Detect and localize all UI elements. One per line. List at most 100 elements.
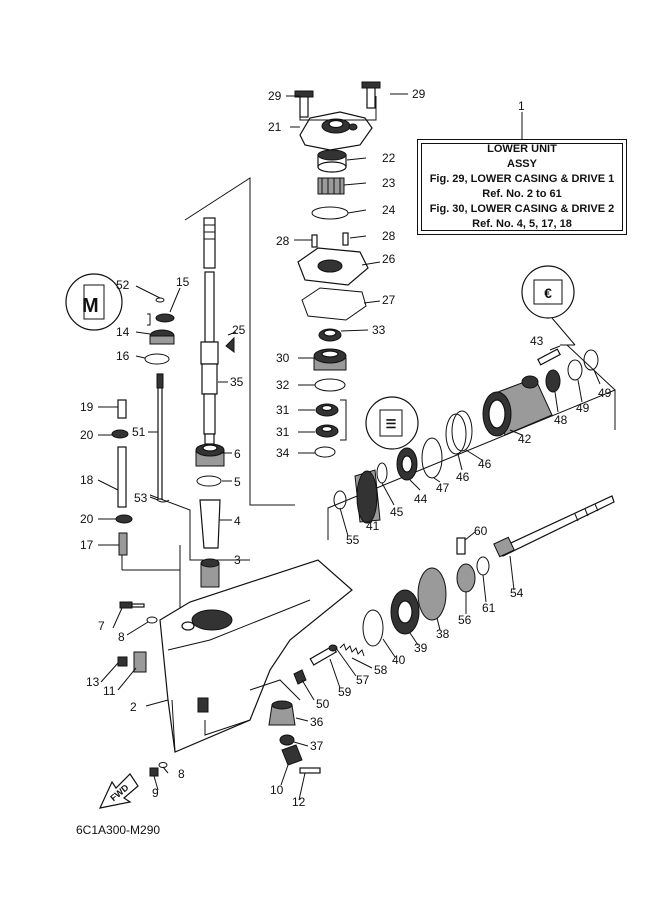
callout-25: 25 bbox=[232, 323, 246, 337]
callout-labels: 1 2 3 4 5 6 7 8 8 9 10 11 12 13 14 15 16… bbox=[80, 87, 612, 809]
callout-9: 9 bbox=[152, 786, 159, 800]
callout-48: 48 bbox=[554, 413, 568, 427]
callout-31b: 31 bbox=[276, 425, 290, 439]
callout-40: 40 bbox=[392, 653, 406, 667]
callout-42: 42 bbox=[518, 432, 532, 446]
shim-5 bbox=[196, 475, 222, 487]
callout-1: 1 bbox=[518, 99, 525, 113]
info-title: LOWER UNIT bbox=[487, 143, 557, 155]
impeller bbox=[317, 177, 345, 195]
grease-icon-right: € bbox=[521, 265, 575, 319]
callout-46a: 46 bbox=[456, 470, 470, 484]
pinion-gear bbox=[249, 679, 301, 746]
callout-30: 30 bbox=[276, 351, 290, 365]
callout-43: 43 bbox=[530, 334, 544, 348]
callout-11: 11 bbox=[103, 684, 116, 698]
callout-51: 51 bbox=[132, 425, 146, 439]
dowel-pin-right bbox=[342, 232, 349, 246]
callout-36: 36 bbox=[310, 715, 324, 729]
callout-46b: 46 bbox=[478, 457, 492, 471]
clutch-group bbox=[456, 537, 490, 593]
callout-6: 6 bbox=[234, 447, 241, 461]
info-fig29-refs: Ref. No. 2 to 61 bbox=[482, 188, 562, 200]
svg-text:M: M bbox=[82, 295, 99, 317]
callout-44: 44 bbox=[414, 492, 428, 506]
callout-32: 32 bbox=[276, 378, 290, 392]
callout-3: 3 bbox=[234, 553, 241, 567]
svg-text:€: € bbox=[544, 285, 552, 301]
callout-17: 17 bbox=[80, 538, 94, 552]
callout-39: 39 bbox=[414, 641, 428, 655]
callout-31a: 31 bbox=[276, 403, 290, 417]
shift-plunger bbox=[309, 643, 365, 666]
callout-47: 47 bbox=[436, 481, 450, 495]
callout-5: 5 bbox=[234, 475, 241, 489]
callout-28b: 28 bbox=[382, 229, 396, 243]
drive-shaft bbox=[200, 217, 219, 445]
oil-seals-31 bbox=[315, 399, 347, 441]
woodruff-key bbox=[225, 336, 235, 353]
svg-text:☰: ☰ bbox=[386, 417, 397, 431]
orings-46-47 bbox=[421, 410, 473, 479]
cartridge-insert bbox=[317, 149, 347, 173]
callout-14: 14 bbox=[116, 325, 130, 339]
callout-28a: 28 bbox=[276, 234, 290, 248]
diagram-code: 6C1A300-M290 bbox=[76, 823, 161, 837]
callout-29b: 29 bbox=[412, 87, 426, 101]
bolt-43 bbox=[537, 348, 561, 366]
callout-59: 59 bbox=[338, 685, 352, 699]
gasket-27 bbox=[301, 287, 367, 321]
callout-22: 22 bbox=[382, 151, 396, 165]
callout-16: 16 bbox=[116, 349, 130, 363]
bushing-3 bbox=[200, 558, 220, 588]
shift-cam bbox=[293, 669, 307, 685]
prop-shaft-bracket bbox=[327, 344, 616, 540]
info-fig30: Fig. 30, LOWER CASING & DRIVE 2 bbox=[429, 203, 615, 215]
callout-20b: 20 bbox=[80, 512, 94, 526]
anode-10 bbox=[281, 744, 321, 774]
callout-34: 34 bbox=[276, 446, 290, 460]
callout-55: 55 bbox=[346, 533, 360, 547]
callout-45: 45 bbox=[390, 505, 404, 519]
sleeve-4 bbox=[199, 499, 221, 549]
callout-2: 2 bbox=[130, 700, 137, 714]
callout-49a: 49 bbox=[576, 401, 590, 415]
leader-lines bbox=[97, 93, 601, 801]
callout-21: 21 bbox=[268, 120, 282, 134]
callout-18: 18 bbox=[80, 473, 94, 487]
callout-61: 61 bbox=[482, 601, 496, 615]
info-subtitle: ASSY bbox=[507, 158, 537, 170]
callout-41: 41 bbox=[366, 519, 380, 533]
callout-13: 13 bbox=[86, 675, 100, 689]
washer-34 bbox=[314, 446, 336, 458]
callout-7: 7 bbox=[98, 619, 105, 633]
lower-casing bbox=[159, 559, 353, 753]
callout-54: 54 bbox=[510, 586, 524, 600]
callout-23: 23 bbox=[382, 176, 396, 190]
callout-56: 56 bbox=[458, 613, 472, 627]
callout-29a: 29 bbox=[268, 89, 282, 103]
nut-and-plate bbox=[117, 651, 147, 673]
callout-58: 58 bbox=[374, 663, 388, 677]
callout-24: 24 bbox=[382, 203, 396, 217]
water-pump-housing bbox=[294, 81, 381, 151]
callout-53: 53 bbox=[134, 491, 148, 505]
callout-19: 19 bbox=[80, 400, 94, 414]
oil-seal-housing bbox=[313, 348, 347, 371]
oil-seal-33 bbox=[318, 328, 342, 342]
callout-57: 57 bbox=[356, 673, 370, 687]
info-fig29: Fig. 29, LOWER CASING & DRIVE 1 bbox=[429, 173, 615, 185]
callout-33: 33 bbox=[372, 323, 386, 337]
callout-27: 27 bbox=[382, 293, 396, 307]
oring-32 bbox=[314, 378, 346, 392]
callout-35: 35 bbox=[230, 375, 244, 389]
callout-15: 15 bbox=[176, 275, 190, 289]
callout-49b: 49 bbox=[598, 386, 612, 400]
callout-10: 10 bbox=[270, 783, 284, 797]
callout-37: 37 bbox=[310, 739, 324, 753]
info-fig30-refs: Ref. No. 4, 5, 17, 18 bbox=[472, 218, 572, 230]
callout-4: 4 bbox=[234, 514, 241, 528]
oring-24 bbox=[311, 206, 349, 220]
bearing-6 bbox=[195, 443, 225, 467]
